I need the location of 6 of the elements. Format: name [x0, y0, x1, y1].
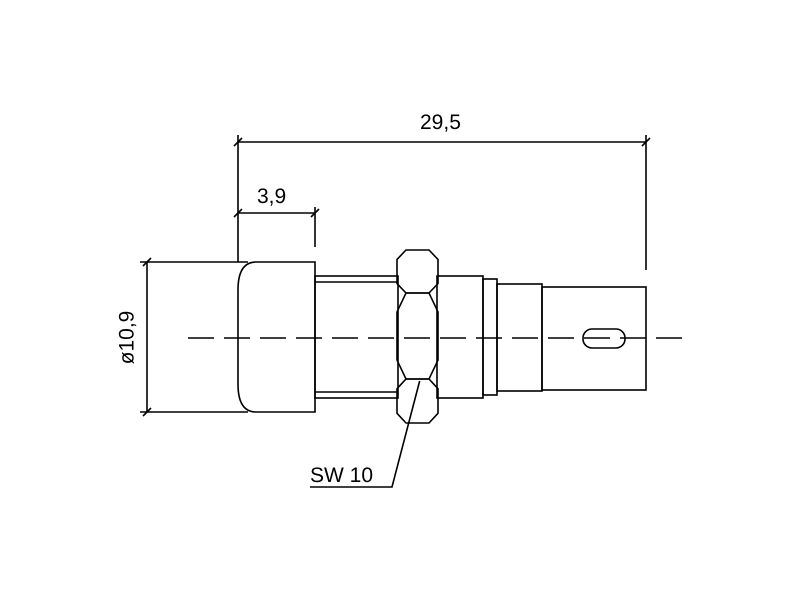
hex-nut-drawing: [396, 249, 439, 424]
part-label: SW 10: [310, 463, 390, 486]
dimension-label: 3,9: [257, 186, 286, 207]
dimension-label: ø10,9: [116, 310, 138, 364]
dimension-label: 29,5: [420, 112, 461, 133]
leader-line: [310, 380, 420, 488]
